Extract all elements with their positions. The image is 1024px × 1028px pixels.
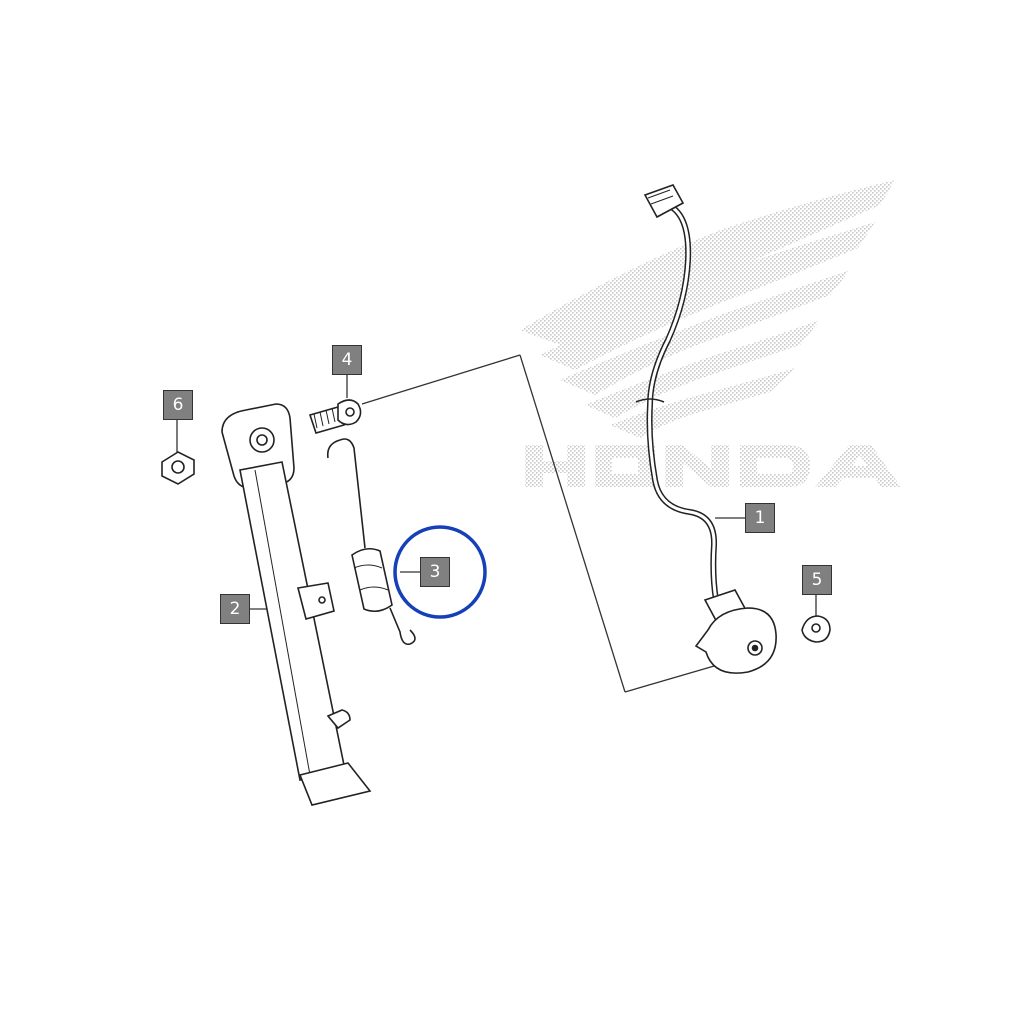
callout-6[interactable]: 6 <box>163 390 193 420</box>
highlight-circle <box>393 525 487 619</box>
callout-3[interactable]: 3 <box>420 557 450 587</box>
callout-4[interactable]: 4 <box>332 345 362 375</box>
callout-1[interactable]: 1 <box>745 503 775 533</box>
leader-lines <box>176 354 817 693</box>
lock-nut-drawing <box>161 451 195 485</box>
callout-4-label: 4 <box>341 350 353 370</box>
callout-5[interactable]: 5 <box>802 565 832 595</box>
side-stand-switch-drawing <box>635 184 777 674</box>
callout-6-label: 6 <box>172 395 184 415</box>
side-stand-drawing <box>221 403 372 806</box>
callout-5-label: 5 <box>811 570 823 590</box>
callout-2-label: 2 <box>229 599 241 619</box>
honda-wing-logo <box>520 180 895 438</box>
callout-3-label: 3 <box>429 562 441 582</box>
callout-1-label: 1 <box>754 508 766 528</box>
side-stand-spring-drawing <box>326 438 416 646</box>
switch-bolt-drawing <box>801 615 831 643</box>
callout-2[interactable]: 2 <box>220 594 250 624</box>
pivot-bolt-drawing <box>308 399 362 434</box>
honda-watermark-text <box>525 445 901 487</box>
